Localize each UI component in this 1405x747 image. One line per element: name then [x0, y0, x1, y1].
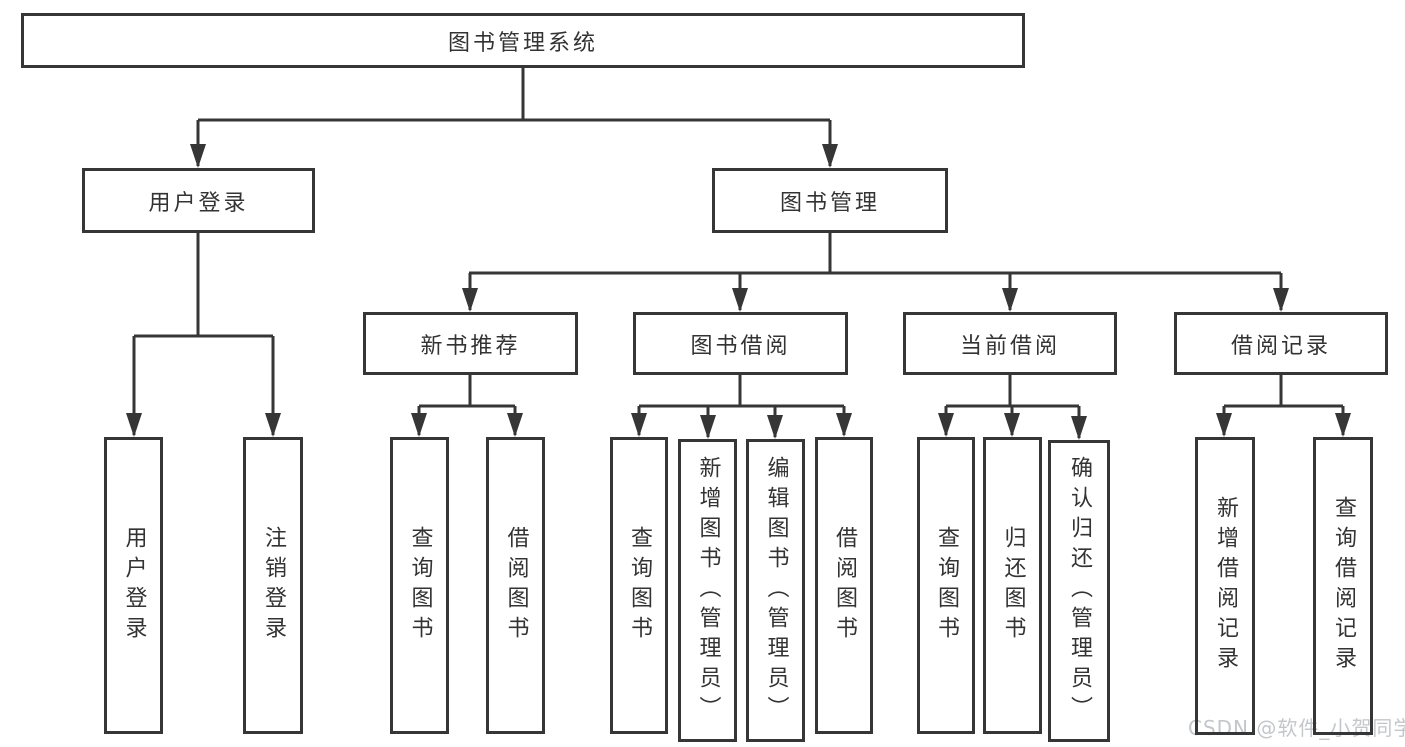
node-label: 图书管理 — [779, 190, 880, 216]
node-borrowing-records: 借阅记录 — [1174, 312, 1388, 375]
node-borrow-books-2: 借阅图书 — [815, 437, 873, 734]
node-book-borrowing: 图书借阅 — [633, 312, 848, 375]
node-query-books-2: 查询图书 — [610, 437, 668, 734]
node-query-books-1: 查询图书 — [390, 437, 449, 734]
node-label: 用户登录 — [121, 525, 147, 646]
csdn-watermark: CSDN @软件_小贺同学 — [1188, 716, 1405, 740]
node-root-book-management-system: 图书管理系统 — [21, 13, 1025, 68]
node-book-management-branch: 图书管理 — [712, 168, 948, 233]
node-edit-book-admin: 编辑图书（管理员） — [746, 439, 805, 742]
node-user-login-branch: 用户登录 — [82, 168, 315, 233]
node-label: 用户登录 — [148, 190, 249, 216]
node-user-login: 用户登录 — [104, 437, 163, 734]
node-query-books-3: 查询图书 — [917, 437, 975, 734]
node-label: 查询借阅记录 — [1331, 496, 1356, 676]
node-label: 新增图书（管理员） — [695, 455, 721, 726]
node-label: 新增借阅记录 — [1213, 496, 1238, 676]
node-label: 借阅图书 — [503, 525, 529, 646]
node-label: 图书管理系统 — [447, 30, 598, 56]
node-add-book-admin: 新增图书（管理员） — [678, 439, 737, 742]
node-label: 归还图书 — [1000, 525, 1026, 646]
node-new-book-recommendation: 新书推荐 — [363, 312, 578, 375]
node-confirm-return-admin: 确认归还（管理员） — [1048, 440, 1110, 742]
node-logout: 注销登录 — [243, 437, 303, 734]
node-label: 注销登录 — [261, 525, 286, 646]
node-borrow-books-1: 借阅图书 — [486, 437, 545, 734]
node-label: 新书推荐 — [420, 333, 521, 359]
node-label: 图书借阅 — [690, 333, 791, 359]
node-add-borrow-record: 新增借阅记录 — [1195, 437, 1255, 735]
node-current-borrowing: 当前借阅 — [903, 312, 1117, 375]
node-label: 借阅记录 — [1230, 333, 1331, 359]
node-query-borrow-record: 查询借阅记录 — [1313, 437, 1373, 735]
node-label: 查询图书 — [934, 525, 959, 646]
node-label: 当前借阅 — [959, 333, 1060, 359]
node-label: 借阅图书 — [832, 525, 857, 646]
node-label: 确认归还（管理员） — [1067, 456, 1092, 726]
node-label: 编辑图书（管理员） — [763, 455, 789, 726]
node-return-books: 归还图书 — [983, 437, 1042, 734]
node-label: 查询图书 — [407, 525, 433, 646]
arrow-down-icons — [126, 144, 1351, 440]
node-label: 查询图书 — [627, 525, 652, 646]
